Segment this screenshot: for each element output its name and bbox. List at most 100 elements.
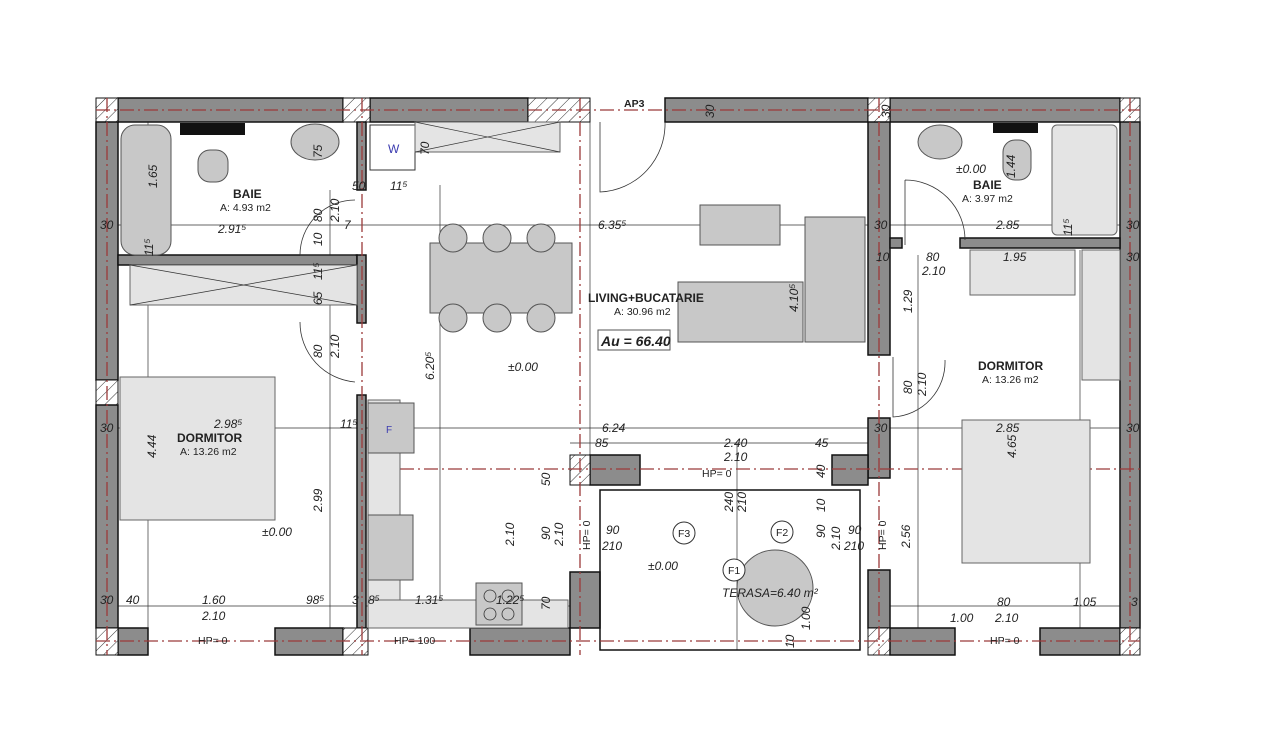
dimension-label: 11⁵ <box>311 262 325 280</box>
dimension-label: 1.29 <box>901 289 915 313</box>
room-name-terasa: TERASA=6.40 m² <box>722 586 819 600</box>
tag-f2: F2 <box>776 527 788 539</box>
toilet-left <box>197 149 229 183</box>
dimension-label: 11⁵ <box>142 238 156 256</box>
dimension-label: 40 <box>126 593 140 607</box>
dimension-label: 1.60 <box>202 593 226 607</box>
room-labels: AP3 BAIE A: 4.93 m2 LIVING+BUCATARIE A: … <box>177 98 1043 647</box>
doors <box>299 121 966 418</box>
bed-right <box>961 419 1091 564</box>
dimension-label: 80 <box>926 250 940 264</box>
sofa <box>677 281 804 343</box>
cooktop <box>475 582 523 626</box>
dimension-label: 2.56 <box>899 524 913 549</box>
level-living: ±0.00 <box>508 360 538 374</box>
furniture: W F <box>119 121 1121 629</box>
sill-height: HP= 0 <box>198 635 228 647</box>
dimension-label: 2.10 <box>915 372 929 397</box>
dimension-label: 30 <box>100 421 114 435</box>
dimension-label: 1.95 <box>1003 250 1027 264</box>
dimension-label: 98⁵ <box>306 593 324 607</box>
room-name-baie-right: BAIE <box>973 178 1002 192</box>
level-terasa: ±0.00 <box>648 559 678 573</box>
room-area-baie-right: A: 3.97 m2 <box>962 193 1013 205</box>
dimension-label: 30 <box>1126 218 1140 232</box>
kitchen-sink <box>367 514 414 581</box>
dimension-label: 45 <box>815 436 829 450</box>
wardrobe-right <box>969 249 1076 296</box>
dimension-label: 210 <box>601 539 622 553</box>
dimension-label: 2.10 <box>552 522 566 547</box>
room-area-living: A: 30.96 m2 <box>614 306 671 318</box>
dimension-label: 2.85 <box>995 218 1020 232</box>
dimension-label: 70 <box>539 596 553 610</box>
sill-height: HP= 0 <box>702 468 732 480</box>
dimension-label: 11⁵ <box>1061 218 1075 236</box>
room-name-dormitor-right: DORMITOR <box>978 359 1043 373</box>
dimension-label: 1.00 <box>799 606 813 630</box>
tag-f3: F3 <box>678 528 690 540</box>
dimension-label: 210 <box>735 492 749 513</box>
dining-table <box>429 242 573 314</box>
dimension-label: 30 <box>874 218 888 232</box>
room-name-dormitor-left: DORMITOR <box>177 431 242 445</box>
dimension-label: 50 <box>352 179 366 193</box>
dimension-label: 2.99 <box>311 488 325 513</box>
dimension-label: 80 <box>311 344 325 358</box>
dimension-label: 6.20⁵ <box>423 352 437 380</box>
dimension-label: 70 <box>418 141 432 155</box>
dimension-label: 240 <box>722 492 736 513</box>
dimension-label: 80 <box>311 208 325 222</box>
dimension-label: 2.85 <box>995 421 1020 435</box>
dimension-label: 1.00 <box>950 611 974 625</box>
sofa-chaise <box>804 216 866 343</box>
room-name-living: LIVING+BUCATARIE <box>588 291 704 305</box>
dimension-label: 1.65 <box>146 164 160 188</box>
terrace-table <box>736 549 814 627</box>
dimension-label: 2.40 <box>723 436 748 450</box>
dimension-label: 6.24 <box>602 421 626 435</box>
dimension-label: 10 <box>876 250 890 264</box>
dimension-label: 30 <box>100 593 114 607</box>
dimension-label: 50 <box>539 472 553 486</box>
dimension-label: 10 <box>783 634 797 648</box>
sink-left <box>290 123 340 161</box>
dimension-label: 6.35⁵ <box>598 218 626 232</box>
dimension-label: 30 <box>703 104 717 118</box>
dimension-label: 2.10 <box>201 609 226 623</box>
bathtub <box>120 124 172 256</box>
dimension-label: 2.10 <box>503 522 517 547</box>
dimension-label: 90 <box>539 526 553 540</box>
dimension-label: 1.22⁵ <box>496 593 524 607</box>
dimension-label: 4.44 <box>145 434 159 458</box>
dimension-label: 2.91⁵ <box>217 222 246 236</box>
dimension-label: 40 <box>814 464 828 478</box>
sill-height: HP= 100 <box>394 635 435 647</box>
room-area-dormitor-right: A: 13.26 m2 <box>982 374 1039 386</box>
dimension-label: 2.10 <box>723 450 748 464</box>
dimension-label: 85 <box>595 436 609 450</box>
dimension-label: 1.31⁵ <box>415 593 443 607</box>
dimension-label: 11⁵ <box>340 417 358 431</box>
shower <box>1051 124 1118 236</box>
toilet-right <box>1002 139 1032 181</box>
washer-label: W <box>388 142 400 156</box>
dimension-label: 30 <box>1126 421 1140 435</box>
tag-f1: F1 <box>728 565 740 577</box>
dimension-label: 30 <box>1126 250 1140 264</box>
dimension-label: 2.10 <box>921 264 946 278</box>
dimension-label: 30 <box>879 104 893 118</box>
dimension-label: 8⁵ <box>368 593 380 607</box>
dimension-label: 7 <box>344 218 352 232</box>
apartment-label: AP3 <box>624 98 645 110</box>
dimension-label: 10 <box>814 498 828 512</box>
sill-height: HP= 0 <box>990 635 1020 647</box>
sill-height: HP= 0 <box>877 520 889 550</box>
dimension-label: 80 <box>901 380 915 394</box>
dimension-label: 11⁵ <box>390 179 408 193</box>
dimension-label: 1.05 <box>1073 595 1097 609</box>
dimension-label: 30 <box>100 218 114 232</box>
dimension-label: 65 <box>311 291 325 305</box>
dimension-label: 90 <box>848 523 862 537</box>
